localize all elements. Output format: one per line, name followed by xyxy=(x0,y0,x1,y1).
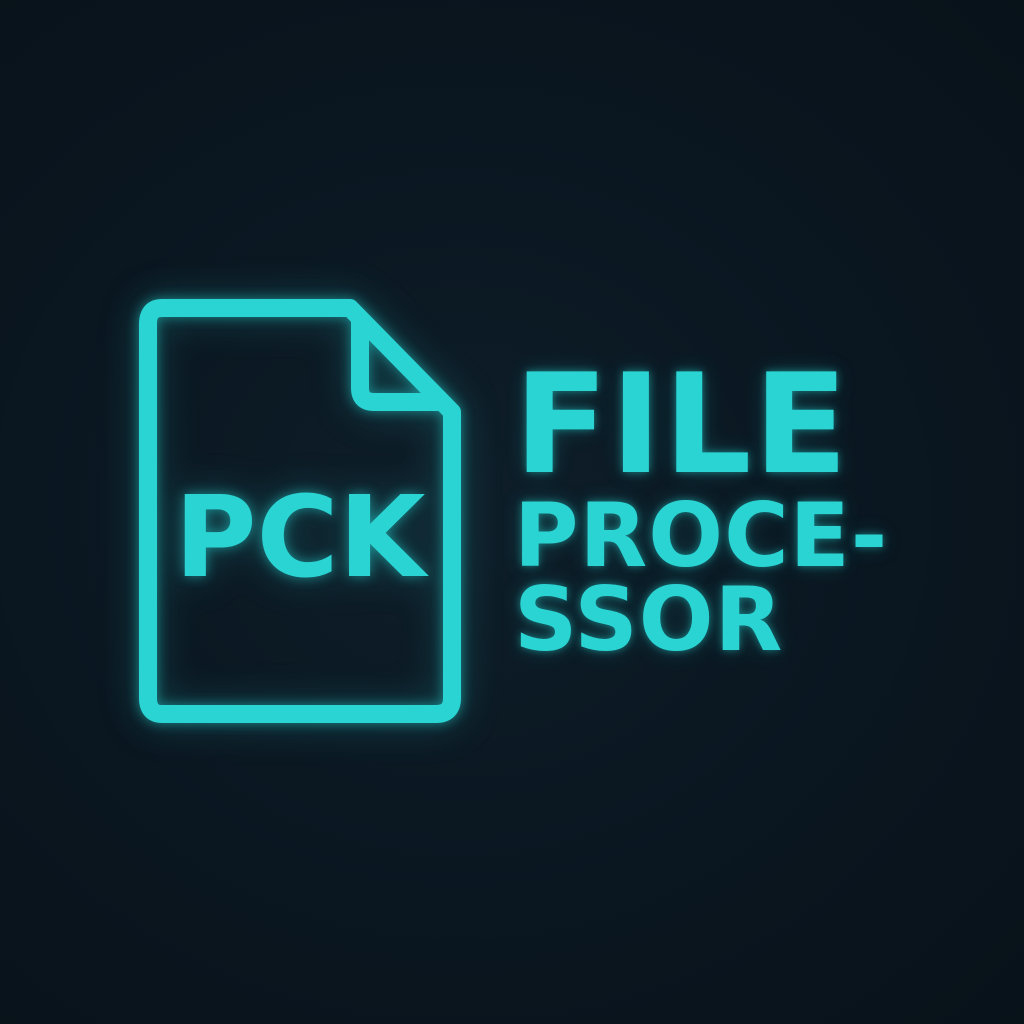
document-fold xyxy=(351,311,449,411)
file-type-label: PCK xyxy=(174,473,429,603)
document-icon: PCK xyxy=(138,299,462,724)
title-line-3: SSOR xyxy=(514,568,784,671)
title-line-1: FILE xyxy=(514,344,850,505)
title-line-2: PROCE- xyxy=(514,484,889,587)
wordmark: FILE PROCE- SSOR xyxy=(514,344,914,671)
document-outline xyxy=(139,299,461,723)
